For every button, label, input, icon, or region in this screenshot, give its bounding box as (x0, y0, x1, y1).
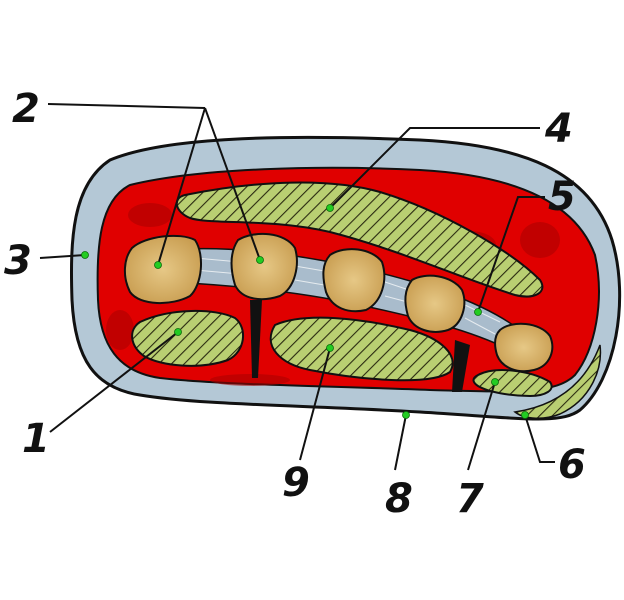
label-2: 2 (12, 86, 40, 132)
upper-tendon (175, 181, 544, 298)
markers (81, 204, 529, 419)
label-7: 7 (456, 476, 484, 522)
tissue-gaps (250, 300, 470, 392)
bone-4 (404, 274, 466, 333)
label-8: 8 (385, 476, 413, 522)
tip-sliver (513, 344, 602, 419)
bone-2 (230, 232, 298, 301)
labels: 1 2 3 4 5 6 7 8 9 (4, 86, 586, 522)
label-3: 3 (4, 238, 32, 284)
label-6: 6 (558, 442, 586, 488)
label-5: 5 (548, 174, 576, 220)
bone-1 (124, 234, 202, 305)
leader-lines (39, 103, 555, 471)
lower-tendon-9 (269, 316, 454, 382)
label-4: 4 (544, 106, 573, 152)
lower-tendon-1 (131, 309, 244, 367)
bone-3 (322, 248, 386, 313)
bone-5 (494, 322, 554, 373)
bones (124, 232, 554, 373)
label-9: 9 (282, 460, 310, 506)
label-1: 1 (22, 416, 50, 462)
